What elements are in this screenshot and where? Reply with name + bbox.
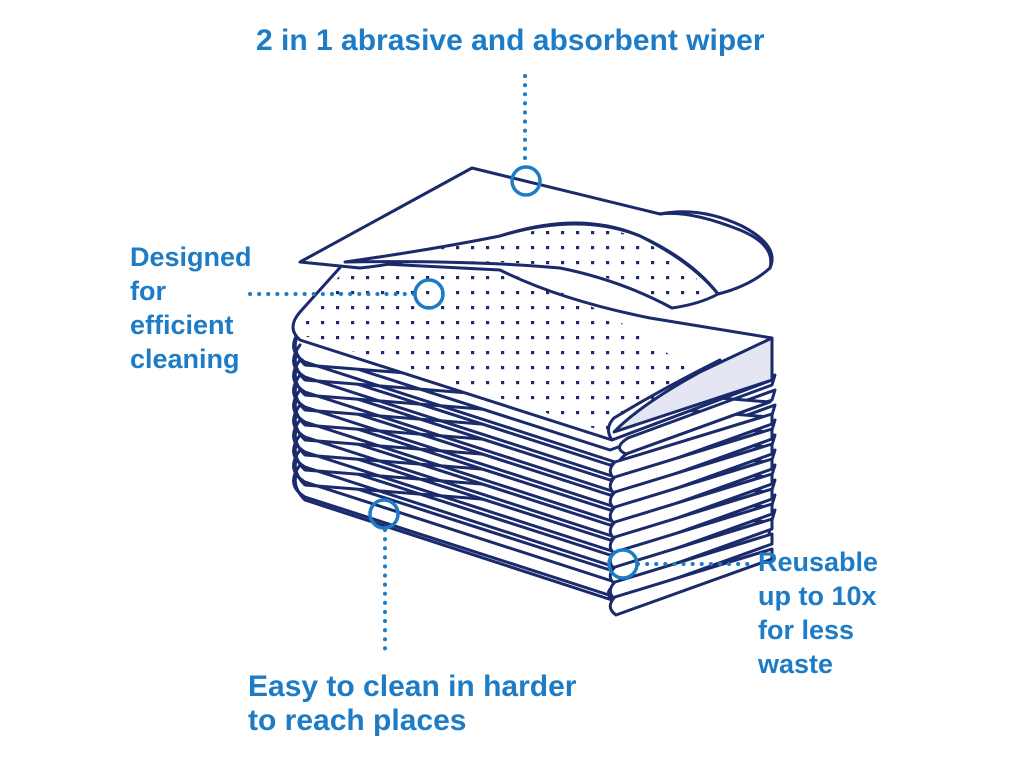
callout-bottom-line-1: Easy to clean in harder xyxy=(248,670,576,704)
callout-right-line-4: waste xyxy=(758,647,878,681)
callout-left-line-2: for xyxy=(130,274,252,308)
callout-left: Designed for efficient cleaning xyxy=(130,240,252,376)
callout-left-line-3: efficient xyxy=(130,308,252,342)
callout-bottom: Easy to clean in harder to reach places xyxy=(248,670,576,738)
callout-left-line-1: Designed xyxy=(130,240,252,274)
callout-right-line-1: Reusable xyxy=(758,545,878,579)
callout-right: Reusable up to 10x for less waste xyxy=(758,545,878,681)
callout-right-line-2: up to 10x xyxy=(758,579,878,613)
callout-left-line-4: cleaning xyxy=(130,342,252,376)
callout-top: 2 in 1 abrasive and absorbent wiper xyxy=(256,24,765,58)
callout-top-line-1: 2 in 1 abrasive and absorbent wiper xyxy=(256,24,765,58)
callout-bottom-line-2: to reach places xyxy=(248,704,576,738)
callout-right-line-3: for less xyxy=(758,613,878,647)
